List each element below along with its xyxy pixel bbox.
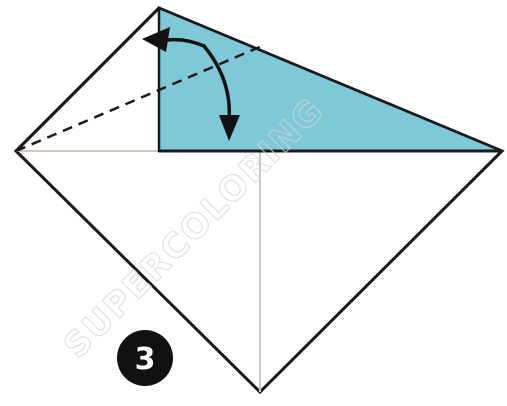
step-number: 3	[135, 342, 156, 377]
folded-flap	[157, 6, 503, 153]
fold-guide-dashed	[15, 44, 263, 153]
step-badge-circle	[117, 330, 173, 386]
paper-left-edge	[14, 6, 161, 153]
curved-double-arrow-icon	[142, 27, 240, 141]
step-badge: 3	[117, 330, 173, 386]
